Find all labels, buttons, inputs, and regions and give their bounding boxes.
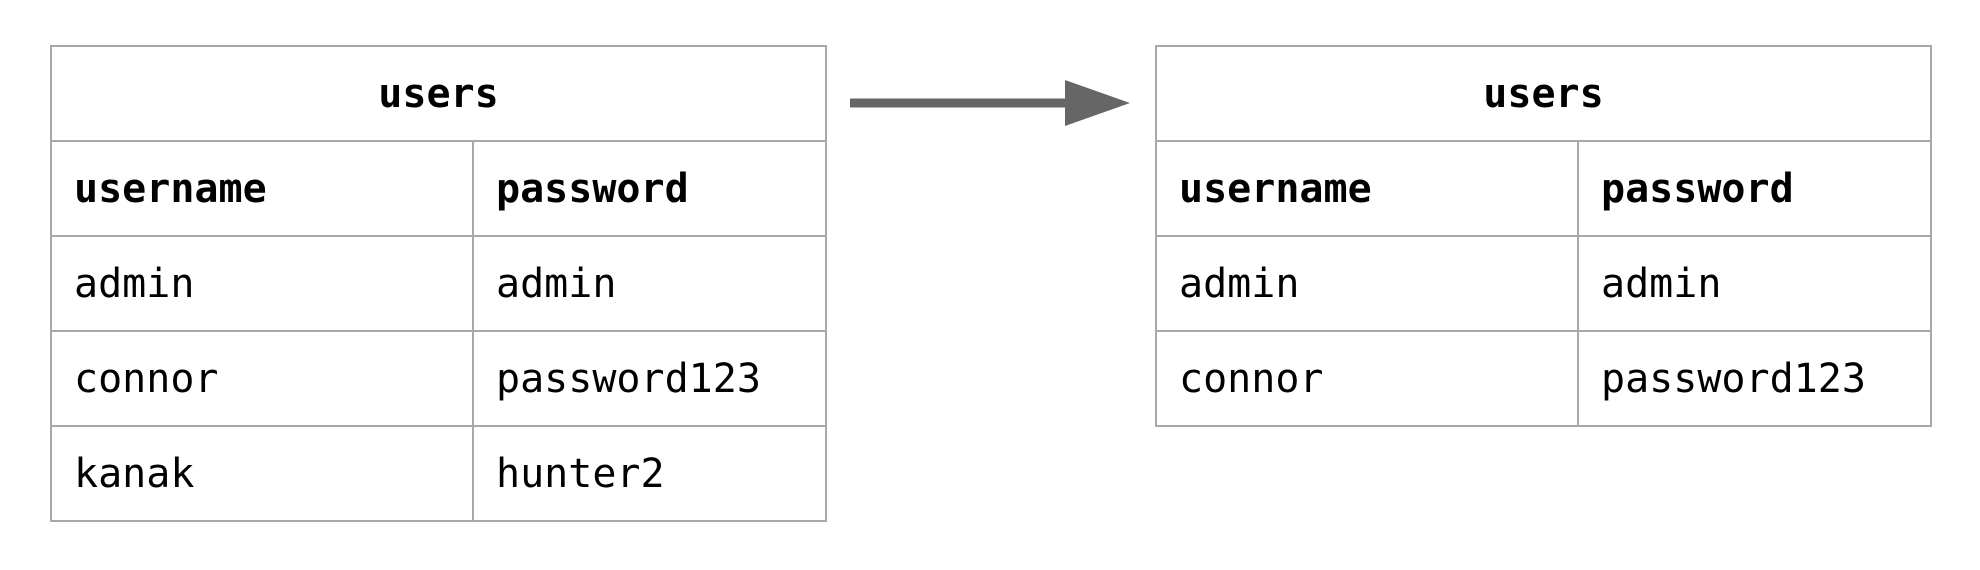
- table-row: admin admin: [1155, 235, 1933, 332]
- password-cell: admin: [1576, 235, 1933, 332]
- username-cell: connor: [1155, 330, 1579, 427]
- table-row: admin admin: [50, 235, 828, 332]
- users-table-after: users username password admin admin conn…: [1154, 45, 1933, 427]
- right-arrow-icon: [850, 80, 1130, 126]
- column-header-password: password: [1576, 140, 1933, 237]
- password-cell: hunter2: [471, 425, 828, 522]
- username-cell: kanak: [50, 425, 474, 522]
- table-row: connor password123: [50, 330, 828, 427]
- username-cell: connor: [50, 330, 474, 427]
- password-cell: password123: [471, 330, 828, 427]
- table-title: users: [1154, 45, 1933, 142]
- column-header-password: password: [471, 140, 828, 237]
- username-cell: admin: [1155, 235, 1579, 332]
- table-title: users: [49, 45, 828, 142]
- table-row: kanak hunter2: [50, 425, 828, 522]
- password-cell: password123: [1576, 330, 1933, 427]
- username-cell: admin: [50, 235, 474, 332]
- table-header-row: username password: [1155, 140, 1933, 237]
- users-table-before: users username password admin admin conn…: [49, 45, 828, 522]
- password-cell: admin: [471, 235, 828, 332]
- table-title-row: users: [49, 45, 828, 142]
- column-header-username: username: [1155, 140, 1579, 237]
- table-header-row: username password: [50, 140, 828, 237]
- table-title-row: users: [1154, 45, 1933, 142]
- column-header-username: username: [50, 140, 474, 237]
- table-row: connor password123: [1155, 330, 1933, 427]
